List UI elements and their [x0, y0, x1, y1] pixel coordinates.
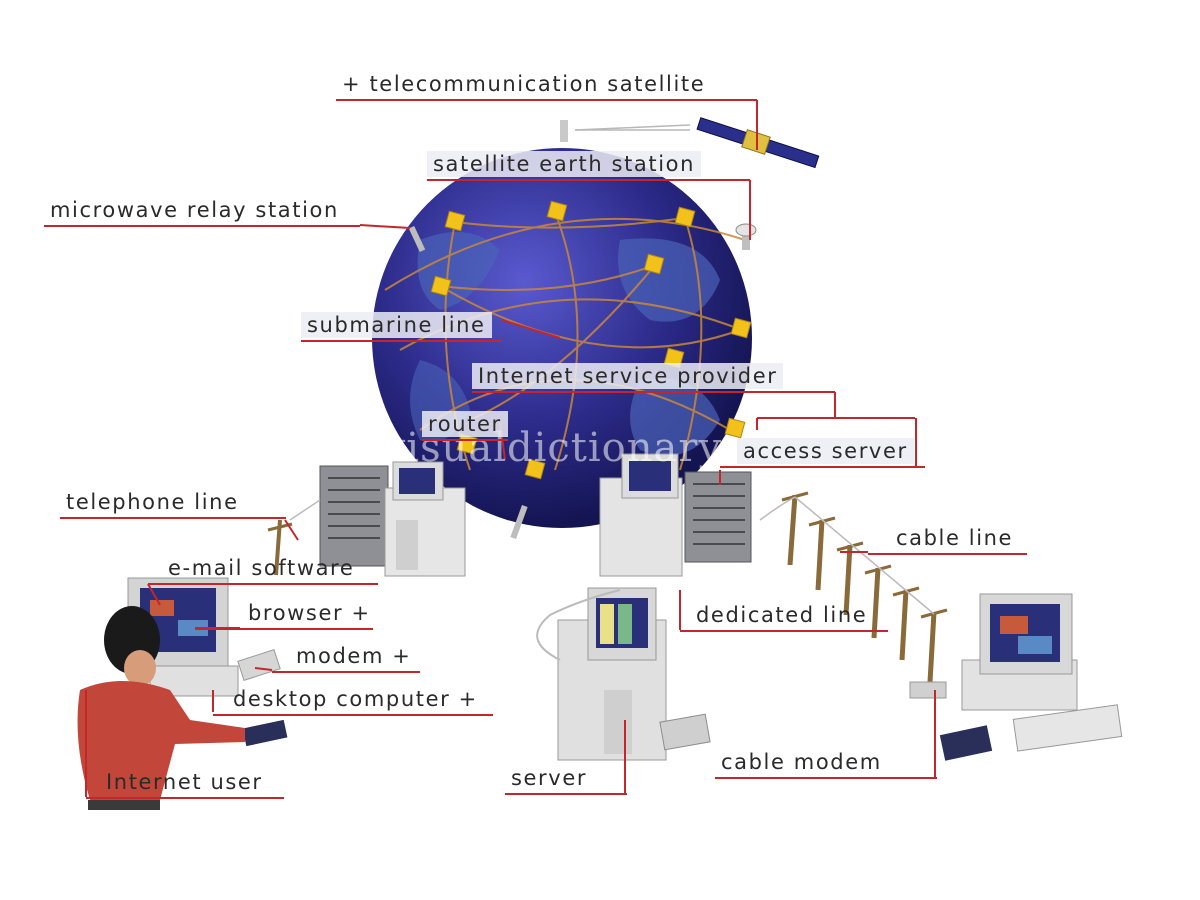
- internet-user-icon: [77, 577, 288, 810]
- underline-email-software: [148, 583, 378, 585]
- network-node: [444, 210, 466, 232]
- underline-cable-line: [868, 553, 1027, 555]
- underline-submarine-line: [301, 340, 502, 342]
- underline-cable-modem: [715, 777, 937, 779]
- label-server[interactable]: server: [511, 766, 588, 790]
- label-email-software[interactable]: e-mail software: [168, 556, 355, 580]
- leader-lines: [85, 100, 936, 797]
- label-internet-user[interactable]: Internet user: [106, 770, 263, 794]
- label-internet-service-provider[interactable]: Internet service provider: [472, 363, 784, 389]
- underline-microwave-relay-station: [44, 225, 360, 227]
- network-node: [674, 206, 696, 228]
- underline-internet-user: [86, 797, 284, 799]
- label-microwave-relay-station[interactable]: microwave relay station: [50, 198, 339, 222]
- earth-station-icon: [735, 223, 757, 250]
- label-access-server[interactable]: access server: [737, 438, 914, 464]
- underline-dedicated-line: [680, 630, 888, 632]
- underline-satellite-earth-station: [427, 179, 750, 181]
- label-desktop-computer[interactable]: desktop computer +: [233, 687, 478, 711]
- underline-server: [505, 793, 627, 795]
- underline-router: [422, 439, 508, 441]
- microwave-relay-icon: [408, 225, 528, 540]
- underline-telecommunication-satellite: [336, 99, 757, 101]
- satellite-icon: [560, 117, 820, 169]
- label-telecommunication-satellite[interactable]: + telecommunication satellite: [342, 72, 706, 96]
- underline-access-server: [720, 466, 925, 468]
- cable-user-computer-icon: [909, 593, 1123, 761]
- label-modem[interactable]: modem +: [296, 644, 412, 668]
- label-browser[interactable]: browser +: [248, 601, 371, 625]
- network-node: [724, 417, 746, 439]
- label-cable-line[interactable]: cable line: [896, 526, 1014, 550]
- label-dedicated-line[interactable]: dedicated line: [696, 603, 868, 627]
- network-node: [643, 253, 665, 275]
- underline-browser: [195, 628, 373, 630]
- bracket-access-server: [915, 418, 917, 466]
- network-node: [524, 458, 546, 480]
- cable-poles-icon: [781, 491, 948, 683]
- underline-modem: [272, 671, 420, 673]
- router-cabinet-icon: [319, 461, 466, 577]
- server-icon: [536, 587, 711, 761]
- network-node: [430, 275, 452, 297]
- label-satellite-earth-station[interactable]: satellite earth station: [427, 151, 702, 177]
- underline-telephone-line: [60, 517, 286, 519]
- label-router[interactable]: router: [422, 411, 508, 437]
- label-cable-modem[interactable]: cable modem: [721, 750, 882, 774]
- isp-server-icon: [599, 453, 752, 577]
- network-node: [546, 200, 568, 222]
- underline-desktop-computer: [213, 714, 493, 716]
- network-node: [730, 317, 752, 339]
- label-telephone-line[interactable]: telephone line: [66, 490, 239, 514]
- underline-internet-service-provider: [472, 391, 835, 393]
- label-submarine-line[interactable]: submarine line: [301, 312, 492, 338]
